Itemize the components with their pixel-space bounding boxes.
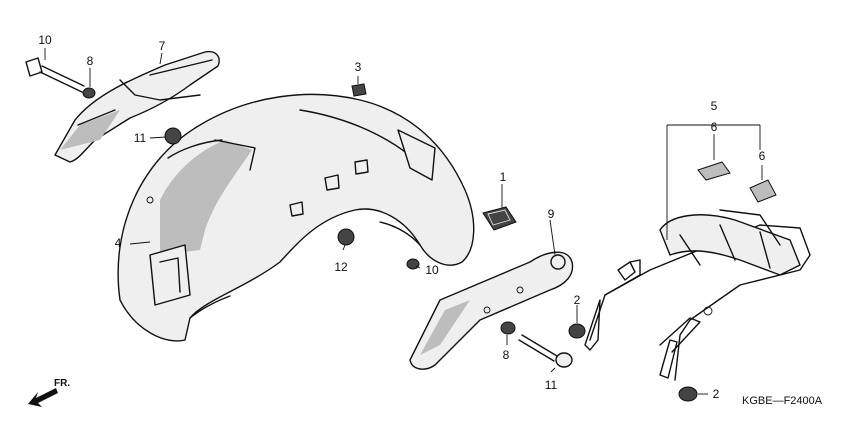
rubber-pad[interactable] [482,206,517,231]
bolt-10-upper[interactable] [25,57,85,93]
callout-5: 5 [711,99,718,113]
diagram-code: KGBE—F2400A [742,395,823,407]
callout-8b: 8 [503,348,510,362]
callout-8a: 8 [87,54,94,68]
right-fender-rail[interactable] [409,251,574,370]
leader-lines [44,48,763,395]
collar-8-lower[interactable] [500,321,516,335]
front-direction-arrow-icon: FR. [28,378,70,407]
callout-11b: 12 [334,260,348,274]
callout-6a: 6 [711,120,718,134]
callout-2a: 2 [574,293,581,307]
left-fender-rail[interactable] [54,50,220,163]
front-direction-label: FR. [54,378,70,389]
callout-3: 3 [355,60,362,74]
pad-6-right[interactable] [749,179,777,203]
fender-stay-frame[interactable] [584,209,811,381]
bolt-10-lower[interactable] [518,334,573,368]
callout-6b: 6 [759,149,766,163]
callout-2b: 2 [713,387,720,401]
callout-10a: 10 [38,33,52,47]
callout-10b: 11 [545,378,558,392]
nut-3[interactable] [351,83,367,97]
collar-8-upper[interactable] [82,87,96,99]
callout-12: 10 [425,263,439,277]
rubber-2-upper[interactable] [568,323,586,339]
callout-9: 9 [548,207,555,221]
callout-7: 7 [159,39,166,53]
clip-12[interactable] [406,258,420,270]
rubber-2-lower[interactable] [678,386,698,402]
callout-4: 4 [115,236,122,250]
callout-1: 1 [500,170,507,184]
grommet-11-upper[interactable] [164,127,182,145]
callout-11a: 11 [134,131,147,145]
pad-6-left[interactable] [697,161,731,181]
rear-fender[interactable] [117,93,475,342]
grommet-11-lower[interactable] [337,228,355,246]
callout-labels: 10 8 7 3 11 1 4 12 10 9 2 8 11 2 5 6 6 [38,33,765,401]
